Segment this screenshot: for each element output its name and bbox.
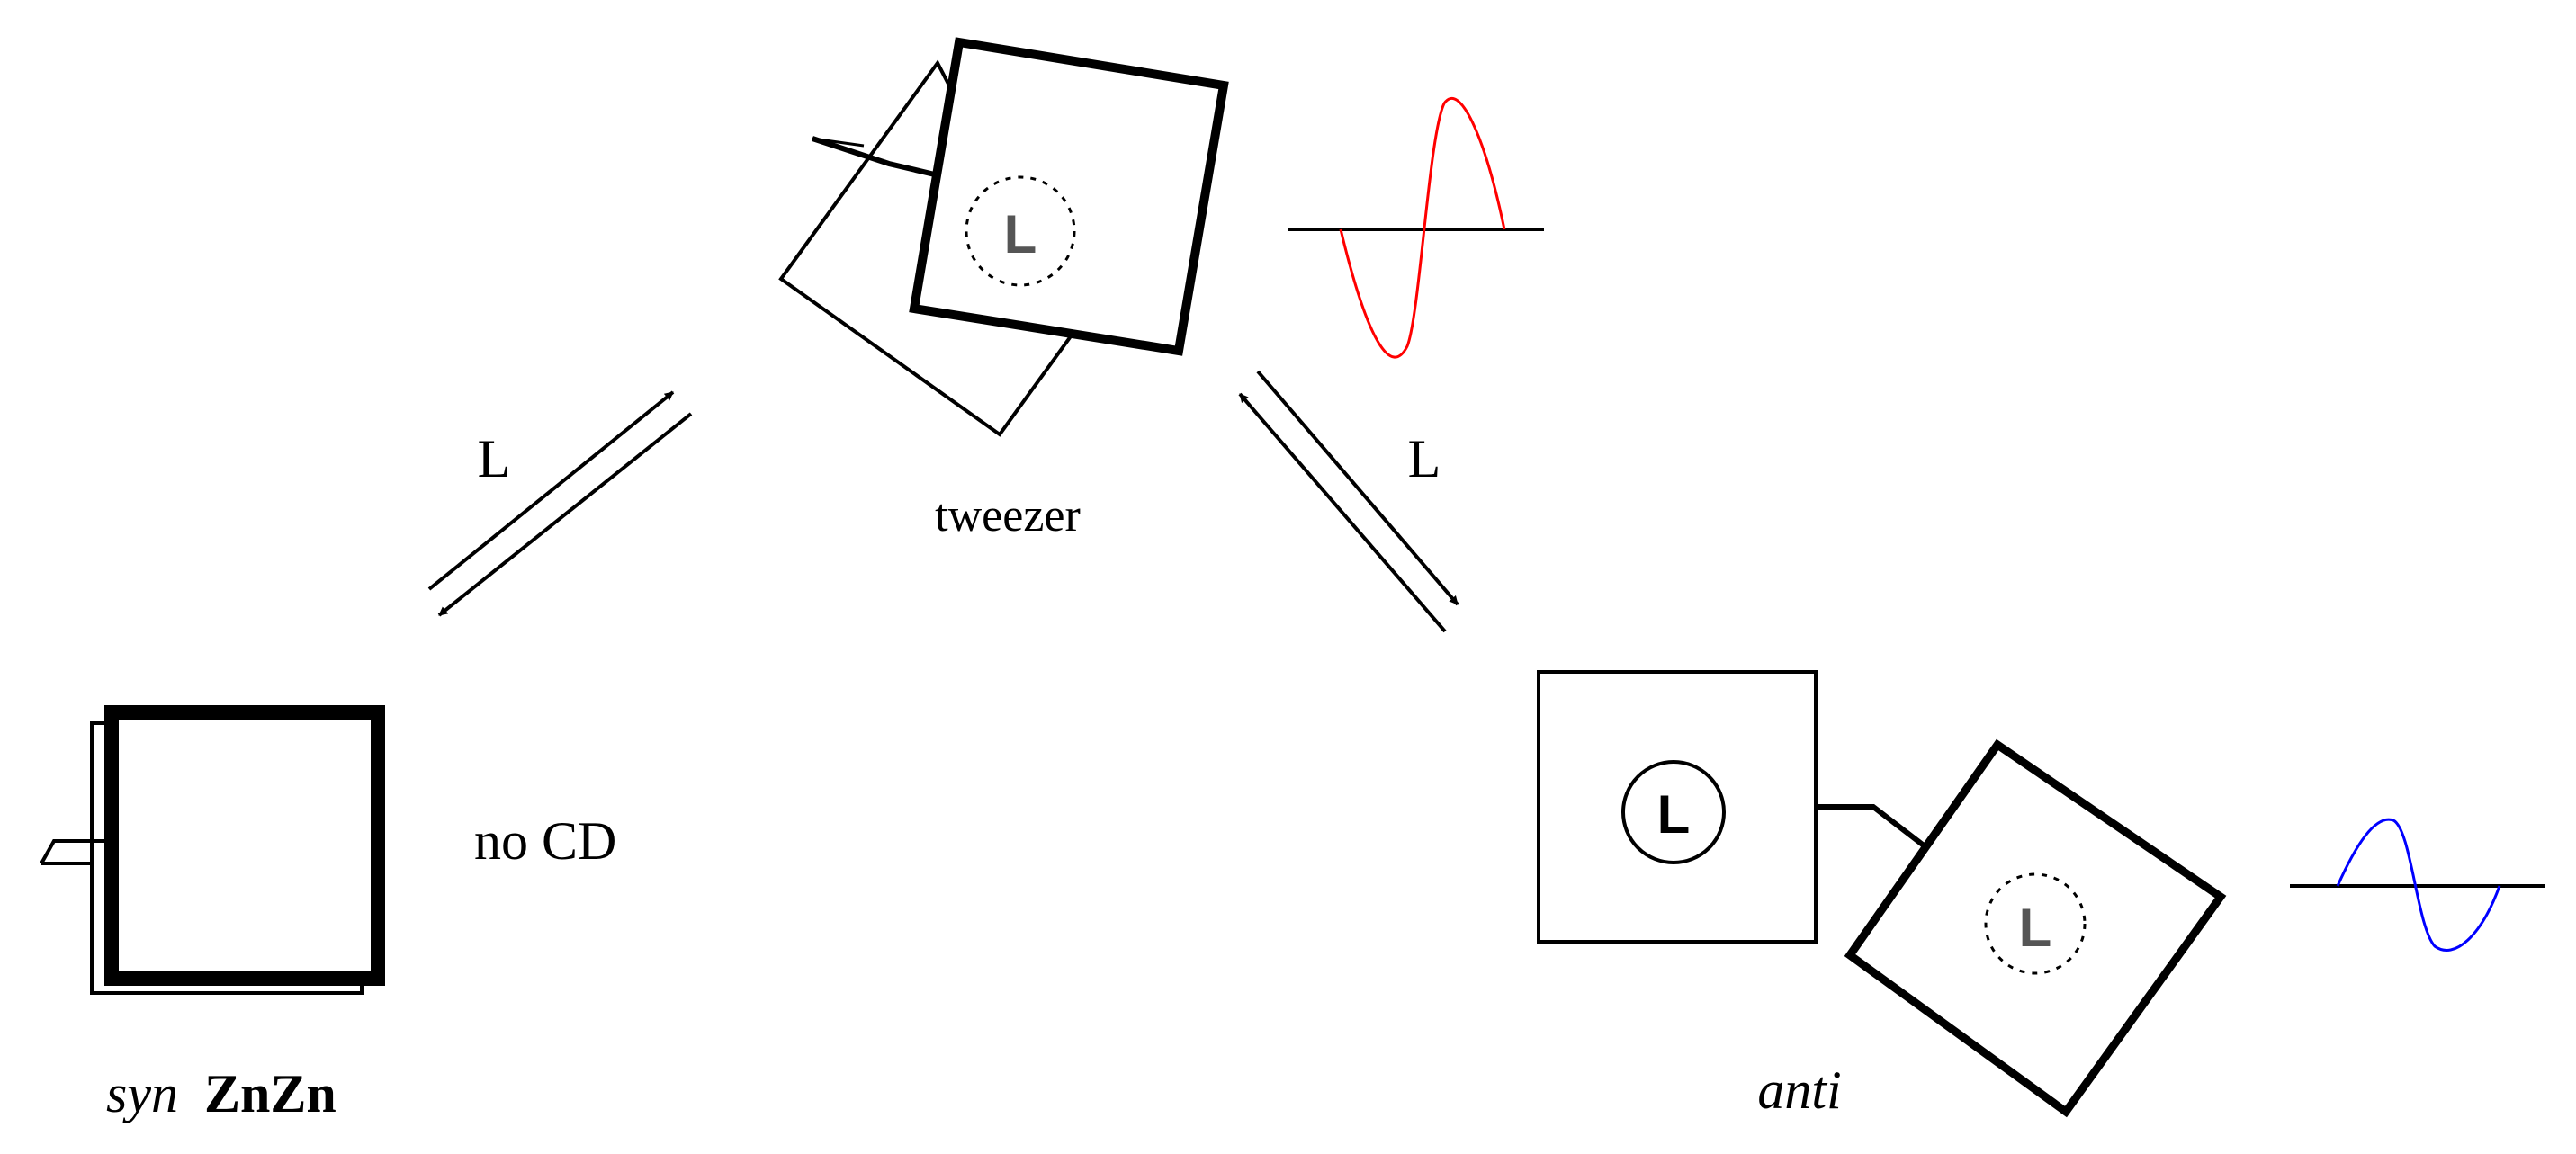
anti-right-porphyrin bbox=[1844, 738, 2227, 1118]
left-equilibrium: L bbox=[427, 390, 693, 617]
tweezer-front-porphyrin bbox=[909, 37, 1229, 356]
syn-linker bbox=[40, 839, 108, 864]
syn-label-prefix: syn bbox=[106, 1064, 178, 1123]
tweezer-label: tweezer bbox=[935, 490, 1081, 541]
right-forward-arrow bbox=[1256, 370, 1459, 606]
tweezer-linker bbox=[812, 136, 939, 178]
anti-free-ligand-symbol: L bbox=[2019, 898, 2052, 958]
syn-front-porphyrin bbox=[104, 705, 385, 986]
syn-label: syn ZnZn bbox=[106, 1064, 337, 1123]
left-backward-arrow bbox=[437, 412, 693, 617]
tweezer-ligand-circle bbox=[965, 175, 1076, 287]
syn-label-suffix: ZnZn bbox=[204, 1064, 337, 1123]
anti-cd-curve bbox=[2336, 818, 2501, 952]
syn-no-cd-note: no CD bbox=[474, 811, 616, 871]
syn-complex: no CD syn ZnZn bbox=[40, 705, 616, 1123]
tweezer-cd-curve bbox=[1339, 96, 1506, 359]
anti-complex: L L anti bbox=[1537, 670, 2545, 1120]
right-backward-arrow bbox=[1238, 392, 1447, 633]
right-equilibrium: L bbox=[1238, 370, 1459, 633]
left-forward-arrow bbox=[427, 390, 675, 591]
anti-bound-ligand-circle bbox=[1621, 760, 1726, 864]
anti-free-ligand-circle bbox=[1984, 872, 2087, 975]
anti-bound-ligand-symbol: L bbox=[1657, 784, 1691, 845]
left-ligand-label: L bbox=[478, 429, 511, 488]
right-ligand-label: L bbox=[1408, 429, 1441, 488]
anti-label: anti bbox=[1757, 1060, 1841, 1120]
tweezer-ligand-symbol: L bbox=[1004, 204, 1037, 264]
tweezer-complex: L tweezer bbox=[778, 37, 1544, 541]
anti-linker bbox=[1816, 804, 1929, 851]
